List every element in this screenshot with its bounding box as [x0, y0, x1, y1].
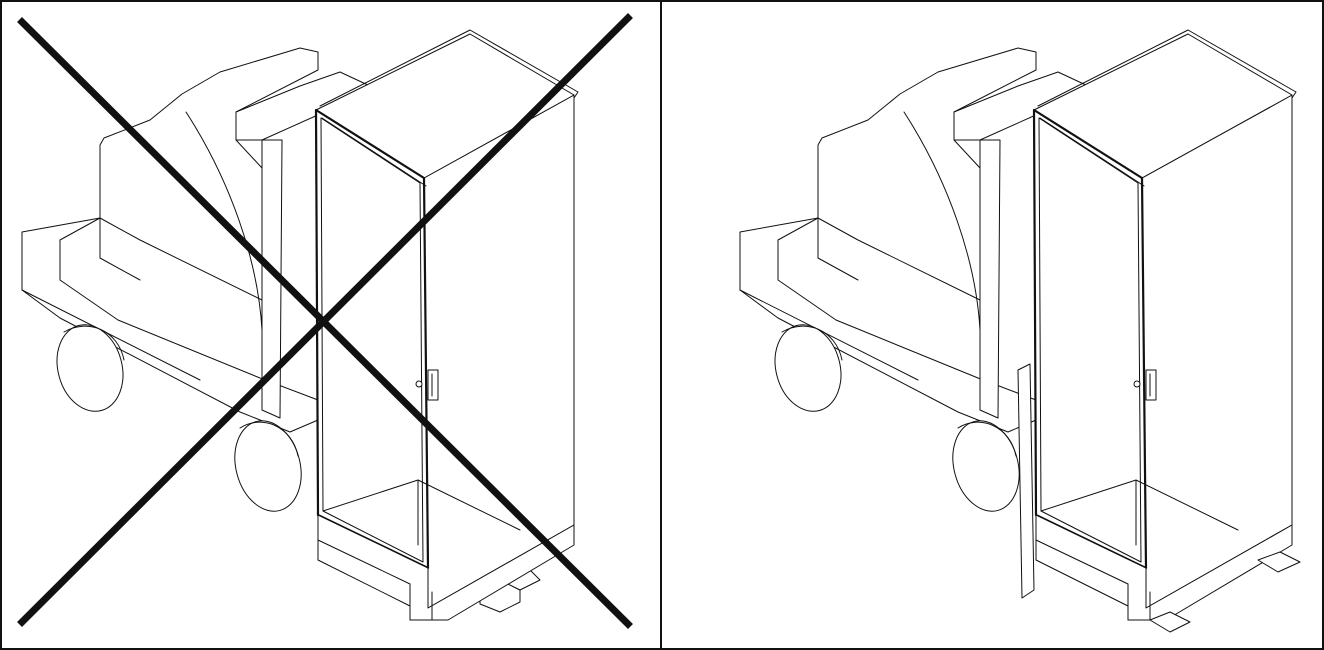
panel-correct — [660, 0, 1324, 650]
cross-mark-icon — [17, 13, 633, 629]
forklift-forks — [1149, 551, 1301, 633]
panel-incorrect — [0, 0, 662, 650]
forklift-fork-carriage — [1017, 363, 1035, 599]
cabinet-illustration — [1032, 28, 1298, 622]
